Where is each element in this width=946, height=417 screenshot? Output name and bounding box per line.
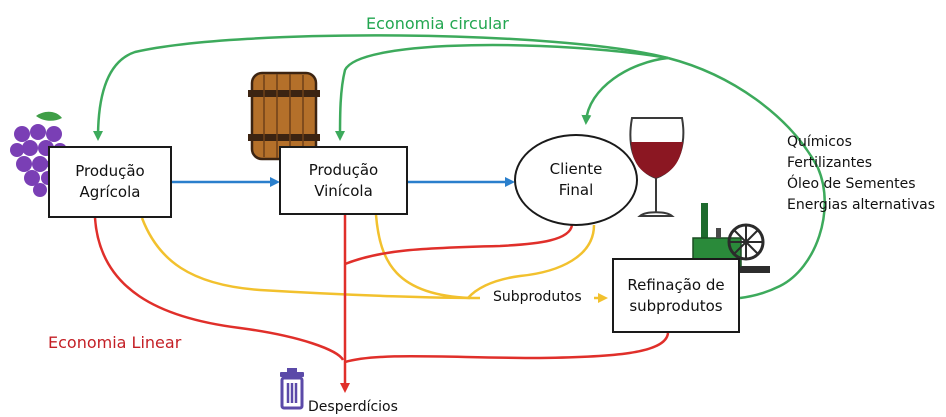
desperdicios-label: Desperdícios <box>308 399 398 415</box>
wine-glass-icon <box>629 117 685 217</box>
use-item: Fertilizantes <box>787 155 873 171</box>
byproduct-uses-list: Químicos Fertilizantes Óleo de Sementes … <box>787 132 935 216</box>
use-item: Químicos <box>787 134 852 150</box>
subprodutos-label: Subprodutos <box>493 289 582 305</box>
circular-flow-arrows <box>93 34 826 300</box>
linear-economy-title: Economia Linear <box>48 333 182 352</box>
trash-icon <box>280 368 304 410</box>
use-item: Energias alternativas <box>787 197 936 213</box>
waste-flow-arrows <box>93 215 670 393</box>
circular-economy-title: Economia circular <box>366 14 509 33</box>
use-item: Óleo de Sementes <box>787 176 916 192</box>
barrel-icon <box>248 71 320 161</box>
byproduct-flow-arrows <box>140 214 608 303</box>
